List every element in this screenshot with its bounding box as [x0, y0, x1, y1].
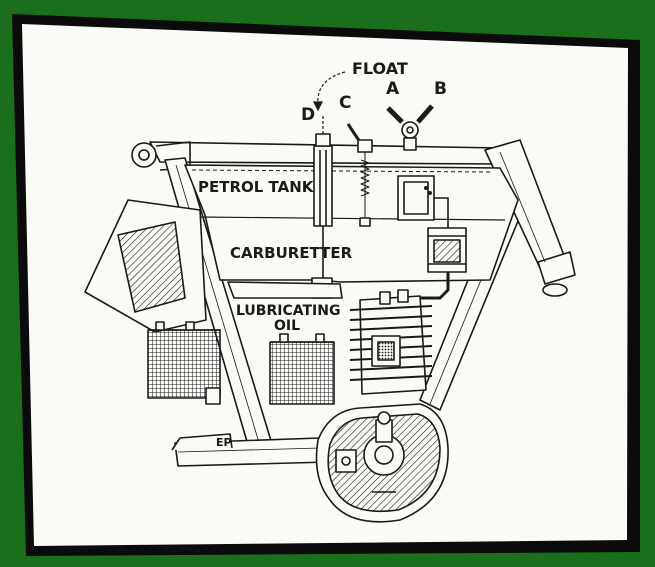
label-petrol-tank: PETROL TANK [198, 178, 315, 196]
label-d: D [301, 105, 315, 125]
filler-cap-ab [386, 104, 435, 221]
exhaust-pipe [171, 433, 233, 451]
leader-lines [313, 71, 346, 134]
label-lubricating: LUBRICATING [236, 303, 340, 319]
label-oil: OIL [274, 318, 300, 334]
battery-box [84, 199, 221, 405]
label-float: FLOAT [352, 59, 408, 78]
oil-tank [227, 281, 343, 405]
crankcase [315, 403, 449, 523]
label-carburetter: CARBURETTER [230, 244, 353, 262]
throttle-lever-c [346, 123, 373, 227]
label-a: A [386, 79, 400, 99]
engine-cylinder [349, 289, 433, 395]
steering-head [484, 139, 576, 297]
seat-lug [131, 141, 191, 171]
label-c: C [339, 93, 351, 113]
label-b: B [434, 79, 447, 99]
oil-pump [411, 197, 467, 312]
label-ep: EP [216, 436, 232, 449]
